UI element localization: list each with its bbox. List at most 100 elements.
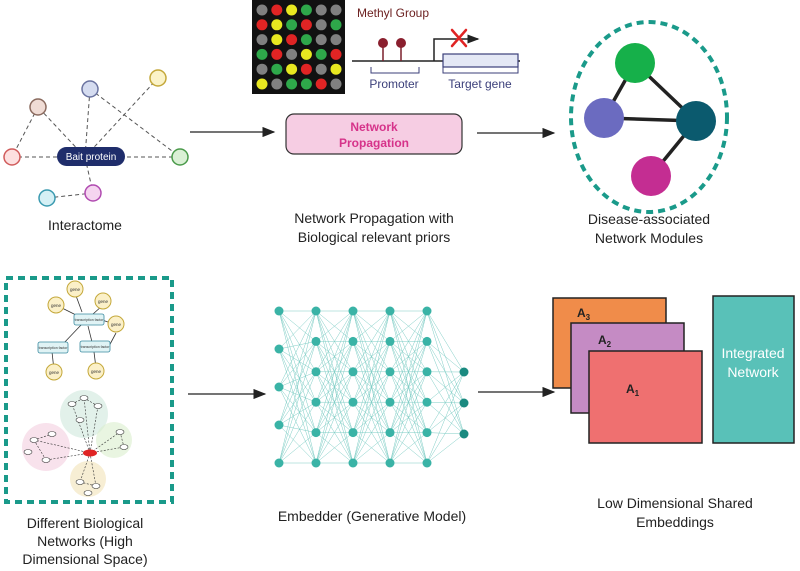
nn-edge (278, 348, 317, 464)
nn-edge (389, 402, 428, 464)
nn-edge (426, 433, 465, 464)
bio-networks-box (4, 276, 174, 504)
nn-edge (389, 310, 428, 342)
nn-edge (278, 371, 317, 464)
heatmap-cell (315, 34, 327, 46)
embeddings-caption-line1: Low Dimensional Shared (597, 495, 753, 511)
nn-edge (278, 386, 317, 464)
nn-edge (315, 432, 354, 464)
heatmap-cell (286, 4, 298, 16)
heatmap-cell (271, 78, 283, 90)
nn-edge (389, 371, 428, 464)
heatmap-cell (256, 4, 268, 16)
bio-networks-caption-line1: Different Biological (27, 515, 143, 531)
a1-subscript: 1 (635, 389, 640, 398)
nn-edge (352, 310, 391, 433)
nn-edge (278, 310, 317, 433)
nn-edge (315, 310, 354, 464)
nn-node (274, 382, 284, 392)
heatmap-cell (315, 78, 327, 90)
nn-node (459, 367, 469, 377)
svg-text:A3: A3 (577, 306, 591, 322)
nn-edge (389, 341, 428, 464)
a2-label: A (598, 333, 607, 347)
nn-edge (389, 432, 428, 464)
nn-edge (278, 310, 317, 464)
heatmap-cell (300, 4, 312, 16)
svg-text:A1: A1 (626, 382, 640, 398)
propagation-caption-line2: Biological relevant priors (298, 229, 451, 245)
nn-edge (278, 310, 317, 388)
heatmap-cell (315, 19, 327, 31)
heatmap-cell (286, 63, 298, 75)
module-node-magenta (631, 156, 671, 196)
interactome-caption: Interactome (48, 217, 122, 233)
nn-edge (389, 310, 428, 433)
heatmap-cell (300, 19, 312, 31)
disease-module-ellipse (569, 20, 729, 214)
nn-edge (426, 371, 465, 464)
nn-edge (389, 310, 428, 372)
heatmap-cell (300, 63, 312, 75)
module-node-purple (584, 98, 624, 138)
nn-edge (315, 341, 354, 464)
gene-schematic (352, 28, 520, 74)
nn-node (385, 397, 395, 407)
heatmap-cell (315, 63, 327, 75)
interactome-node (149, 69, 167, 87)
nn-edge (278, 341, 317, 388)
integrated-network-line1: Integrated (721, 345, 784, 361)
heatmap-cell (271, 48, 283, 60)
a3-subscript: 3 (586, 313, 591, 322)
nn-edge (278, 341, 317, 464)
hub-node (83, 449, 97, 457)
nn-edge (278, 310, 317, 350)
nn-node (348, 397, 358, 407)
nn-edge (426, 341, 465, 404)
nn-node (385, 336, 395, 346)
network-propagation-box (285, 113, 463, 155)
nn-edge (278, 310, 317, 426)
nn-node (274, 458, 284, 468)
nn-edge (315, 310, 354, 372)
nn-node (422, 458, 432, 468)
bait-protein-node (57, 147, 125, 166)
heatmap-cell (256, 48, 268, 60)
nn-node (348, 306, 358, 316)
nn-node (311, 428, 321, 438)
tf-label: transcription factor (75, 318, 105, 322)
nn-edge (426, 341, 465, 373)
nn-node (311, 367, 321, 377)
heatmap-cell (286, 78, 298, 90)
interactome-network: Bait protein (3, 69, 189, 207)
nn-edge (426, 310, 465, 373)
nn-edge (278, 310, 317, 342)
a1-label: A (626, 382, 635, 396)
nn-node (385, 458, 395, 468)
nn-edge (352, 341, 391, 464)
embedder-neural-network (274, 306, 469, 468)
nn-edge (352, 310, 391, 372)
bio-networks-caption-line2: Networks (High (37, 533, 133, 549)
nn-edge (352, 371, 391, 464)
nn-edge (278, 348, 317, 403)
heatmap-cell (330, 63, 342, 75)
nn-edge (315, 310, 354, 403)
interactome-node (29, 98, 47, 116)
gene-label: gene (111, 322, 122, 327)
gene-label: gene (70, 287, 81, 292)
target-gene-box (442, 53, 519, 68)
methyl-group-icon (396, 38, 406, 48)
nn-edge (278, 341, 317, 426)
integrated-network-box (712, 295, 795, 444)
nn-edge (389, 310, 428, 464)
interactome-node (171, 148, 189, 166)
embedding-matrix-a1: A1 (588, 350, 703, 444)
gene-label: gene (98, 299, 109, 304)
nn-edge (352, 310, 391, 403)
target-gene-label: Target gene (448, 77, 512, 91)
nn-node (274, 306, 284, 316)
nn-edge (278, 371, 317, 388)
nn-edge (278, 432, 317, 464)
heatmap-cell (271, 63, 283, 75)
